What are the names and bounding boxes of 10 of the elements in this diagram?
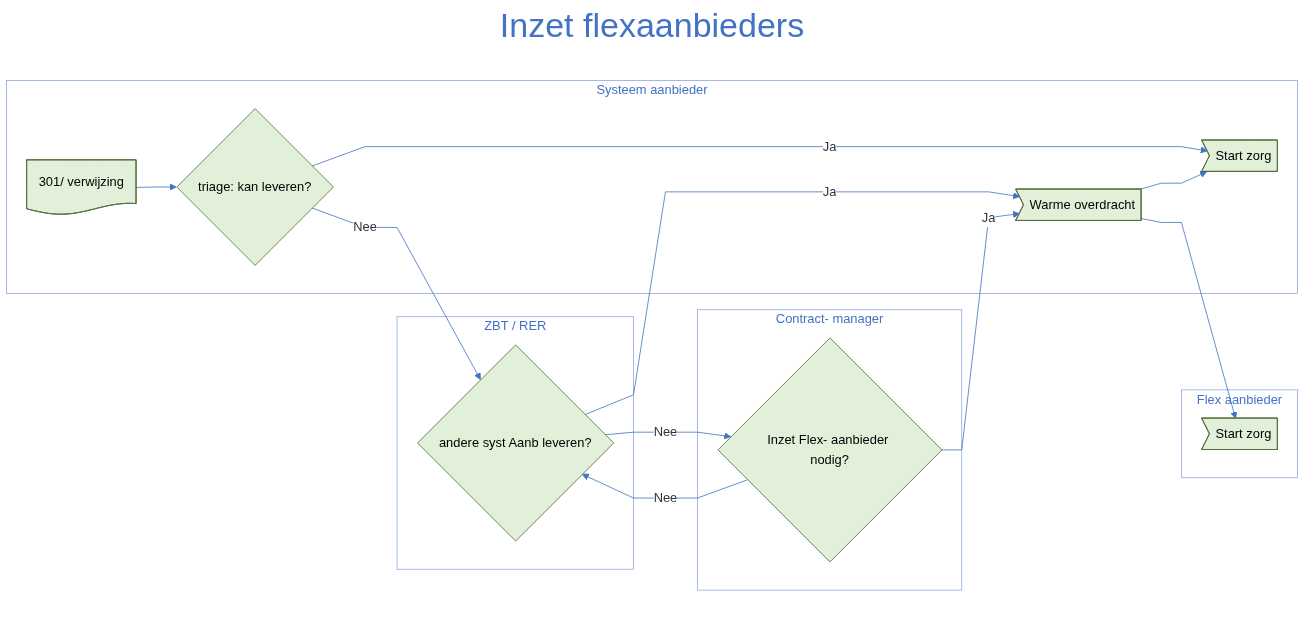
edge-label: Nee (653, 490, 678, 505)
node-diamond: Inzet Flex- aanbieder nodig? (717, 337, 943, 563)
edge-label: Ja (822, 139, 837, 153)
node-diamond: triage: kan leveren? (176, 107, 334, 266)
edge-label: Ja (822, 184, 837, 199)
edge-label: Nee (353, 219, 377, 234)
node-diamond: andere syst Aanb leveren? (417, 344, 615, 542)
diagram-title: Inzet flexaanbieders (498, 6, 806, 45)
edge-label: Ja (981, 210, 996, 224)
edge-label: Nee (653, 424, 678, 439)
